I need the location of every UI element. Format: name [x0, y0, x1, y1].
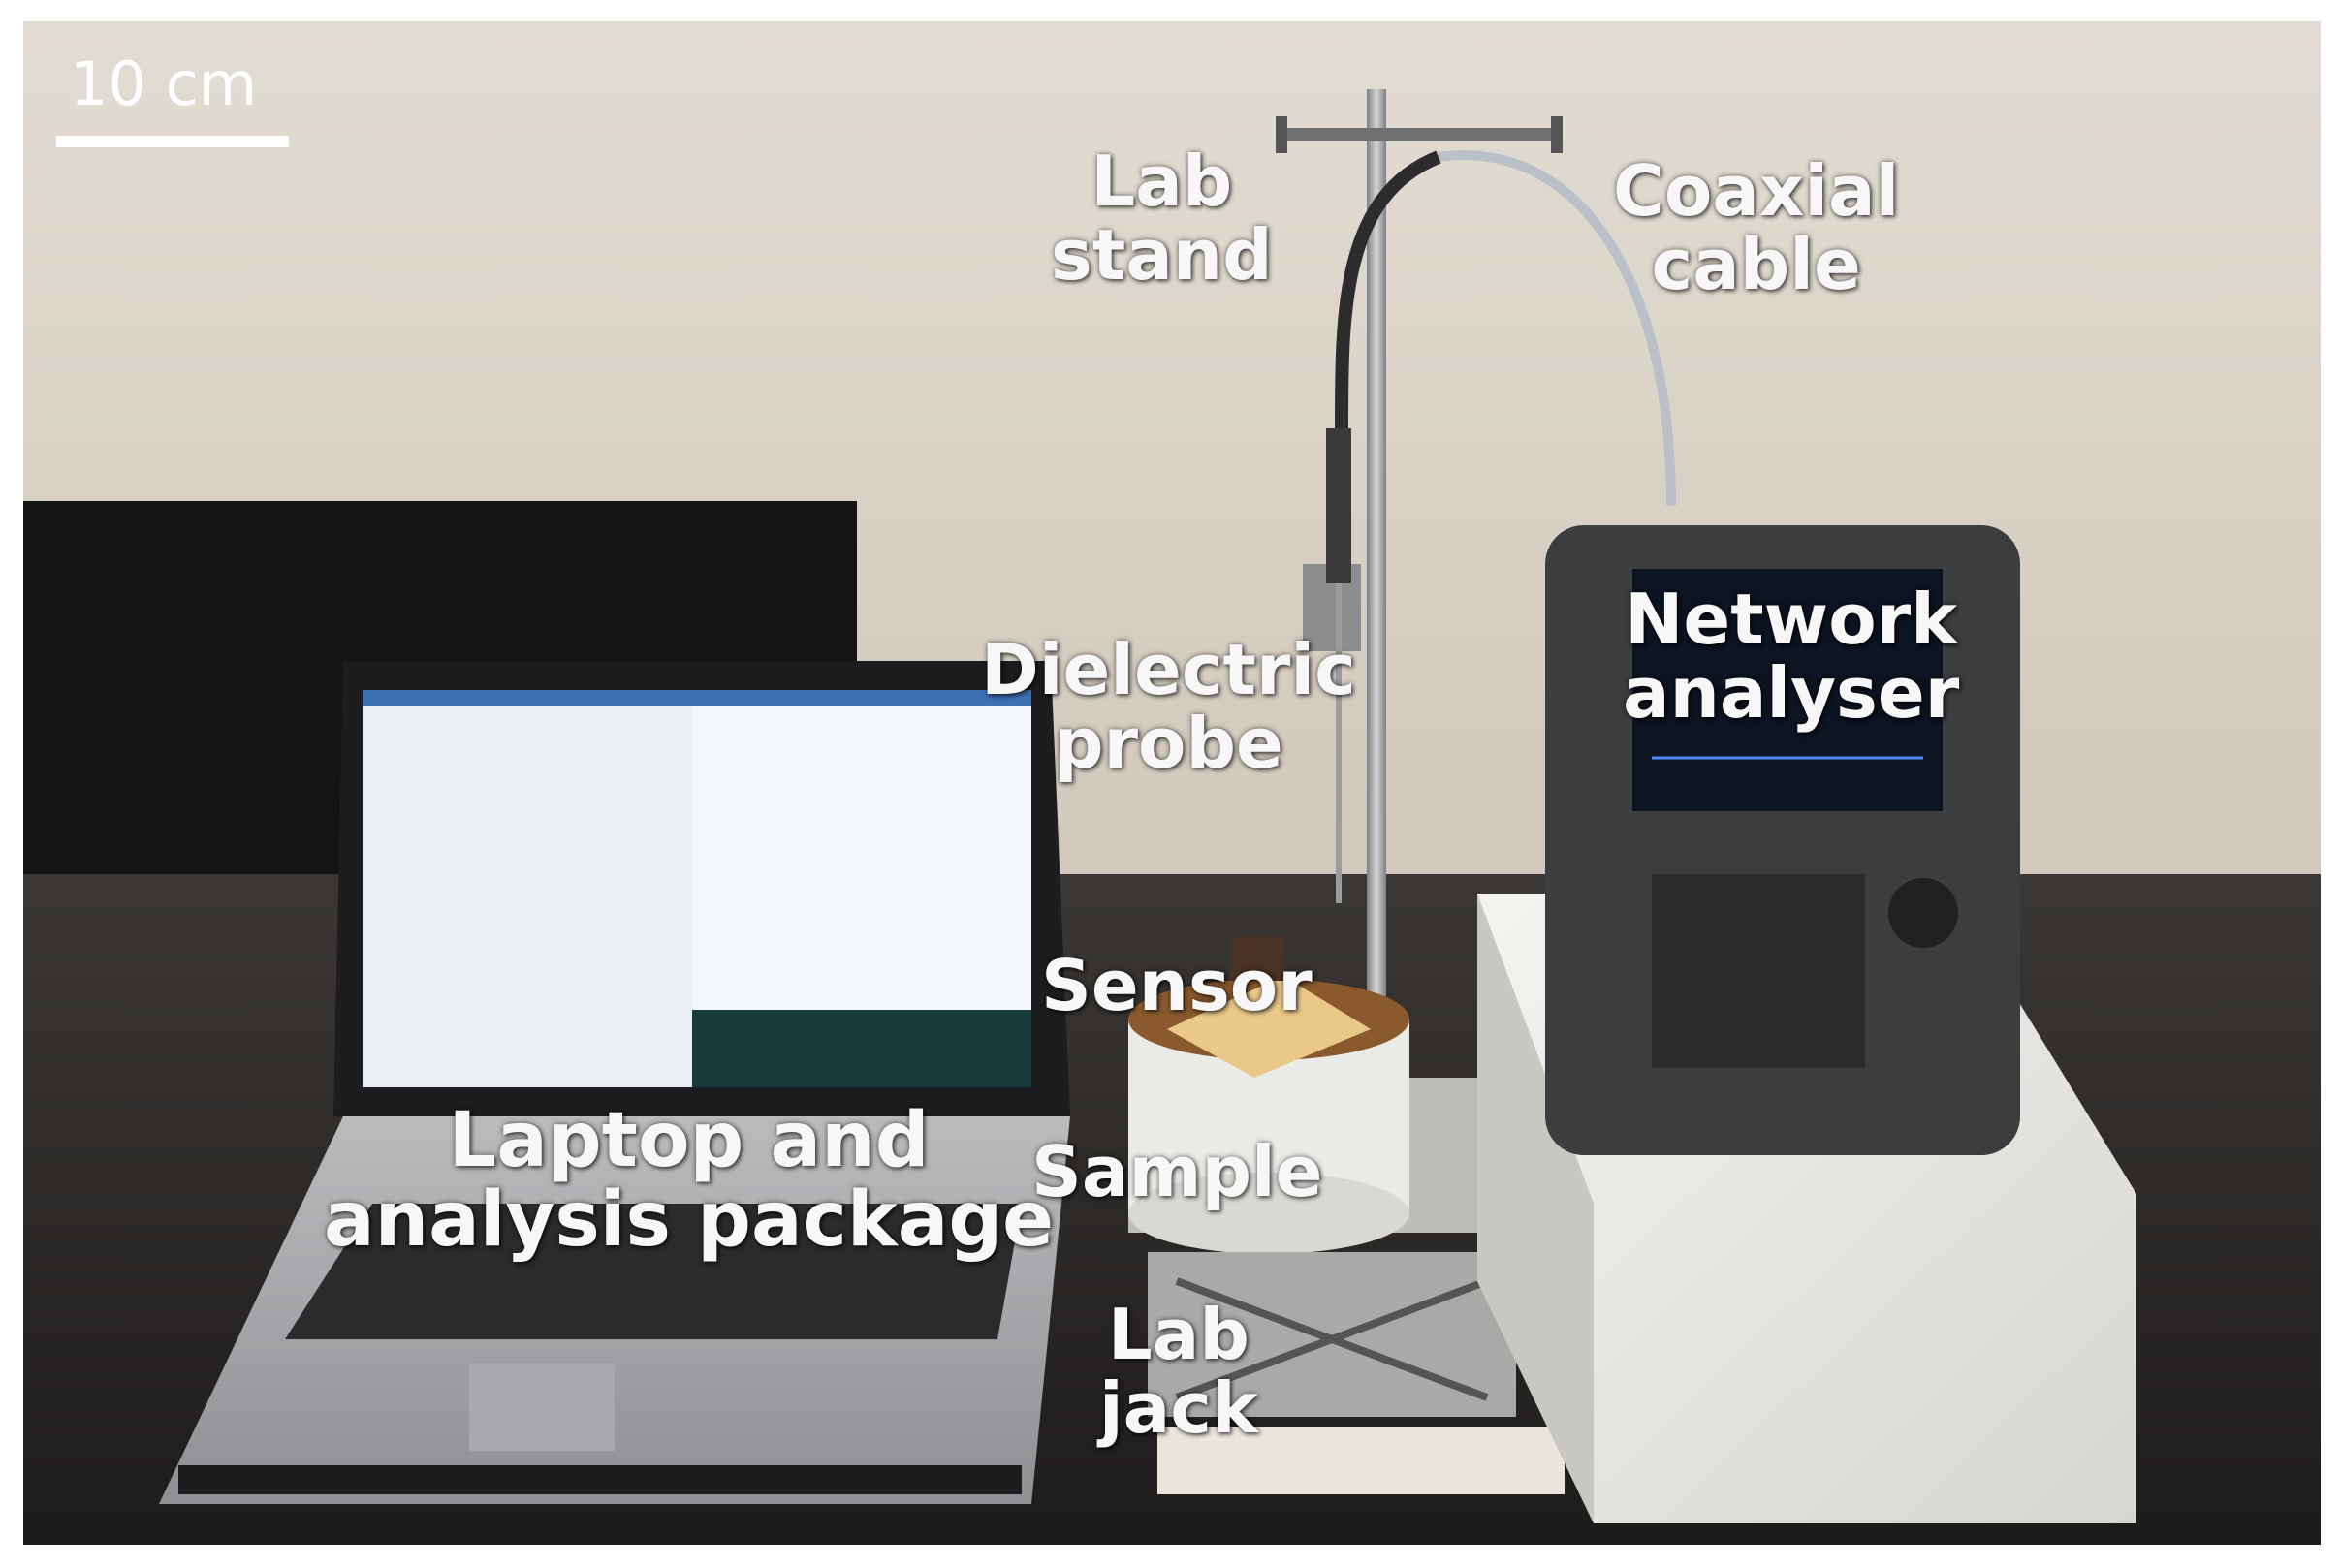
label-line: jack [1099, 1366, 1258, 1449]
label-line: stand [1051, 213, 1273, 296]
label-network-analyser: Network analyser [1623, 579, 1960, 734]
label-line: analyser [1623, 651, 1960, 734]
label-lab-jack: Lab jack [1099, 1294, 1258, 1449]
scale-bar-label: 10 cm [70, 48, 258, 119]
label-line: Lab [1107, 1294, 1250, 1375]
label-line: Laptop and [448, 1097, 930, 1184]
scale-bar [56, 136, 289, 147]
label-line: Network [1625, 579, 1958, 660]
label-sensor: Sensor [1041, 945, 1313, 1026]
label-lab-stand: Lab stand [1051, 141, 1273, 296]
laptop [159, 661, 1070, 1504]
sample-holder [1128, 937, 1409, 1254]
probe [1326, 428, 1351, 583]
label-line: Sample [1031, 1131, 1323, 1212]
label-coaxial-cable: Coaxial cable [1613, 150, 1900, 305]
label-laptop: Laptop and analysis package [324, 1097, 1055, 1264]
label-line: Lab [1091, 141, 1233, 222]
lab-jack [1148, 1252, 1565, 1494]
label-line: Dielectric [981, 629, 1356, 710]
lab-setup-photo: 10 cm Lab stand Coaxial cable Dielectric… [23, 21, 2321, 1545]
network-analyser [1545, 525, 2020, 1155]
label-line: Sensor [1041, 945, 1313, 1026]
scene-drawing [23, 21, 2321, 1545]
label-line: probe [1053, 702, 1283, 784]
label-line: analysis package [324, 1176, 1055, 1264]
label-line: Coaxial [1613, 150, 1900, 232]
label-sample: Sample [1031, 1131, 1323, 1212]
label-line: cable [1651, 223, 1861, 305]
label-dielectric-probe: Dielectric probe [981, 629, 1356, 784]
coaxial-cable [1438, 150, 1676, 507]
